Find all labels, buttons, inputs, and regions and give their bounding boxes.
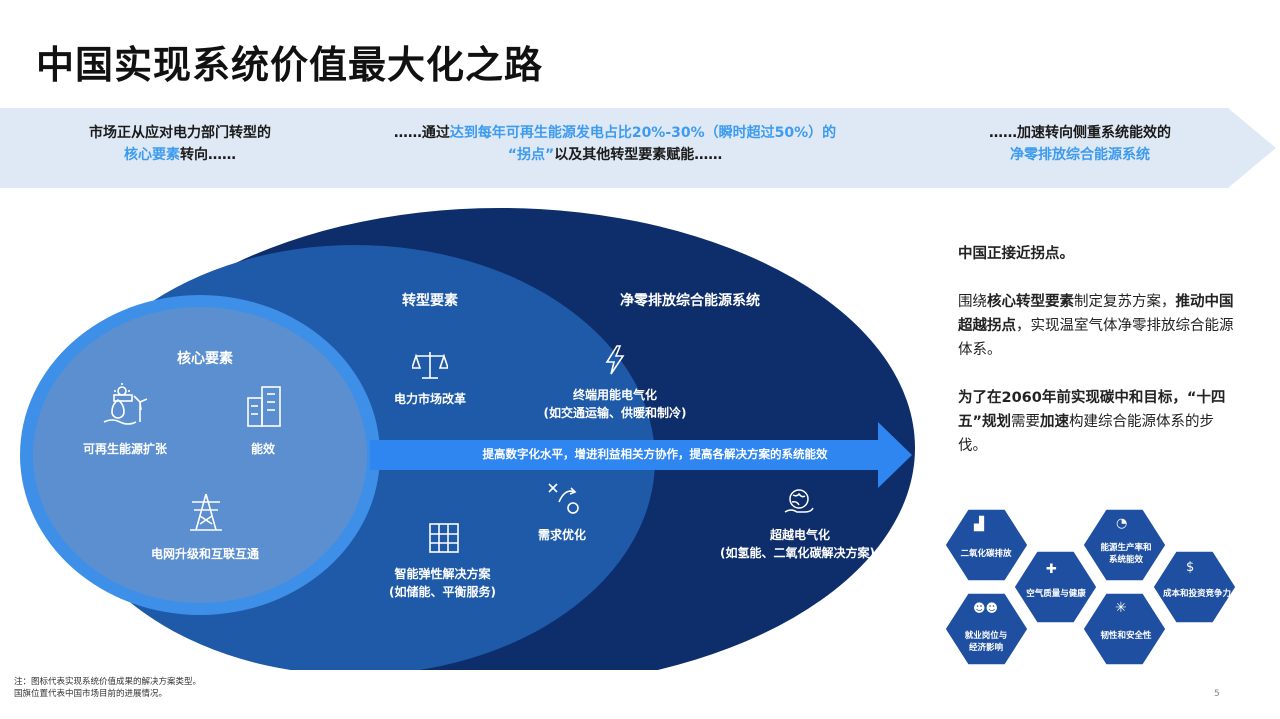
grid-tower-icon bbox=[190, 493, 222, 531]
banner-mid-highlight: 达到每年可再生能源发电占比20%-30%（瞬时超过50%）的 bbox=[449, 125, 837, 141]
side-p2-c: 制定复苏方案， bbox=[1074, 294, 1176, 310]
banner-mid-pre: ……通过 bbox=[393, 125, 450, 141]
side-p2-d: 推动中国超越拐点 bbox=[958, 294, 1234, 334]
network-icon: ✳ bbox=[1115, 600, 1127, 616]
banner-left: 市场正从应对电力部门转型的 核心要素转向…… bbox=[50, 122, 310, 166]
banner-middle: ……通过达到每年可再生能源发电占比20%-30%（瞬时超过50%）的 “拐点”以… bbox=[340, 122, 890, 166]
hex-productivity bbox=[1082, 508, 1167, 582]
netzero-title: 净零排放综合能源系统 bbox=[620, 293, 760, 309]
banner-right-line1: ……加速转向侧重系统能效的 bbox=[989, 125, 1171, 141]
page-number: 5 bbox=[1214, 689, 1220, 699]
demand-label: 需求优化 bbox=[537, 528, 586, 542]
transform-title: 转型要素 bbox=[402, 293, 458, 309]
globe-hand-icon bbox=[784, 489, 814, 513]
side-heading: 中国正接近拐点。 bbox=[958, 246, 1074, 262]
hex-jobs-line2: 经济影响 bbox=[968, 643, 1003, 653]
hex-jobs bbox=[944, 592, 1029, 666]
scales-icon bbox=[412, 352, 448, 379]
grid-label: 电网升级和互联互通 bbox=[150, 547, 259, 561]
hex-carbon bbox=[944, 508, 1029, 582]
hex-jobs-label: 就业岗位与 经济影响 bbox=[950, 630, 1022, 654]
banner-mid-tipping-point: “拐点” bbox=[507, 147, 555, 163]
banner-arrow bbox=[0, 108, 1276, 188]
side-p3-d: 构建综合能源体系的步伐。 bbox=[958, 414, 1215, 454]
smart-grid-panel-icon bbox=[429, 523, 459, 553]
core-title: 核心要素 bbox=[177, 351, 233, 367]
beyond-electrification-sub: (如氢能、二氧化碳解决方案) bbox=[720, 546, 875, 560]
hex-productivity-line1: 能源生产率和 bbox=[1100, 543, 1152, 553]
hex-resilience-label: 韧性和安全性 bbox=[1100, 631, 1152, 641]
people-icon: ☻☻ bbox=[973, 601, 999, 615]
shield-plus-icon: ✚ bbox=[1046, 562, 1057, 577]
side-p2-e: ，实现温室气体净零排放综合能源体系。 bbox=[958, 318, 1234, 358]
hex-productivity-line2: 系统能效 bbox=[1108, 555, 1143, 565]
electrification-sub: (如交通运输、供暖和制冷) bbox=[543, 406, 687, 420]
hex-air bbox=[1013, 550, 1098, 624]
demand-optimization-icon bbox=[548, 483, 579, 514]
ellipse-diagram bbox=[20, 208, 915, 670]
side-paragraph-2: 为了在2060年前实现碳中和目标，“十四五”规划需要加速构建综合能源体系的步伐。 bbox=[958, 386, 1238, 458]
hex-productivity-label: 能源生产率和 系统能效 bbox=[1090, 542, 1162, 566]
hex-resilience bbox=[1082, 592, 1167, 666]
efficiency-label: 能效 bbox=[250, 442, 275, 456]
arrow-text: 提高数字化水平，增进利益相关方协作，提高各解决方案的系统能效 bbox=[482, 447, 828, 461]
beyond-electrification-label: 超越电气化 bbox=[769, 528, 830, 542]
side-p3-a: 为了在2060年前实现碳中和目标，“十四五”规划 bbox=[958, 390, 1226, 430]
banner-mid-rest: 以及其他转型要素赋能…… bbox=[554, 147, 723, 163]
renewable-icon bbox=[103, 383, 148, 425]
banner-left-highlight: 核心要素 bbox=[124, 147, 180, 163]
factory-icon: ▟ bbox=[974, 517, 984, 532]
side-p3-c: 加速 bbox=[1040, 414, 1070, 430]
hex-jobs-line1: 就业岗位与 bbox=[964, 631, 1008, 641]
hex-cost-label: 成本和投资竞争力 bbox=[1162, 589, 1231, 599]
electrification-label: 终端用能电气化 bbox=[572, 388, 657, 402]
page-title: 中国实现系统价值最大化之路 bbox=[36, 43, 544, 87]
market-reform-label: 电力市场改革 bbox=[393, 392, 466, 406]
core-ellipse bbox=[33, 307, 367, 603]
side-p2-a: 围绕 bbox=[958, 294, 987, 310]
footnote: 注：图标代表实现系统价值成果的解决方案类型。 国旗位置代表中国市场目前的进展情况… bbox=[14, 676, 201, 700]
hex-cost bbox=[1152, 550, 1237, 624]
side-p3-b: 需要 bbox=[1011, 414, 1041, 430]
side-paragraph-1: 围绕核心转型要素制定复苏方案，推动中国超越拐点，实现温室气体净零排放综合能源体系… bbox=[958, 290, 1238, 362]
banner-left-rest: 转向…… bbox=[180, 147, 236, 163]
footnote-line1: 注：图标代表实现系统价值成果的解决方案类型。 bbox=[14, 677, 202, 687]
banner-right-highlight: 净零排放综合能源系统 bbox=[1010, 147, 1150, 163]
hex-air-label: 空气质量与健康 bbox=[1026, 589, 1086, 599]
efficiency-building-icon bbox=[247, 386, 281, 427]
progress-arrow bbox=[370, 422, 912, 488]
lightning-icon bbox=[605, 345, 625, 375]
gauge-icon: ◔ bbox=[1116, 516, 1128, 531]
renewable-label: 可再生能源扩张 bbox=[82, 442, 167, 456]
banner-left-line1: 市场正从应对电力部门转型的 bbox=[89, 125, 271, 141]
hexagon-cluster bbox=[944, 508, 1237, 666]
smart-solutions-label: 智能弹性解决方案 bbox=[394, 567, 491, 581]
hex-carbon-label: 二氧化碳排放 bbox=[960, 549, 1012, 559]
smart-solutions-sub: (如储能、平衡服务) bbox=[389, 585, 496, 599]
banner-right: ……加速转向侧重系统能效的 净零排放综合能源系统 bbox=[950, 122, 1210, 166]
money-cycle-icon: $ bbox=[1186, 560, 1195, 575]
footnote-line2: 国旗位置代表中国市场目前的进展情况。 bbox=[14, 689, 168, 699]
side-p2-b: 核心转型要素 bbox=[987, 294, 1074, 310]
